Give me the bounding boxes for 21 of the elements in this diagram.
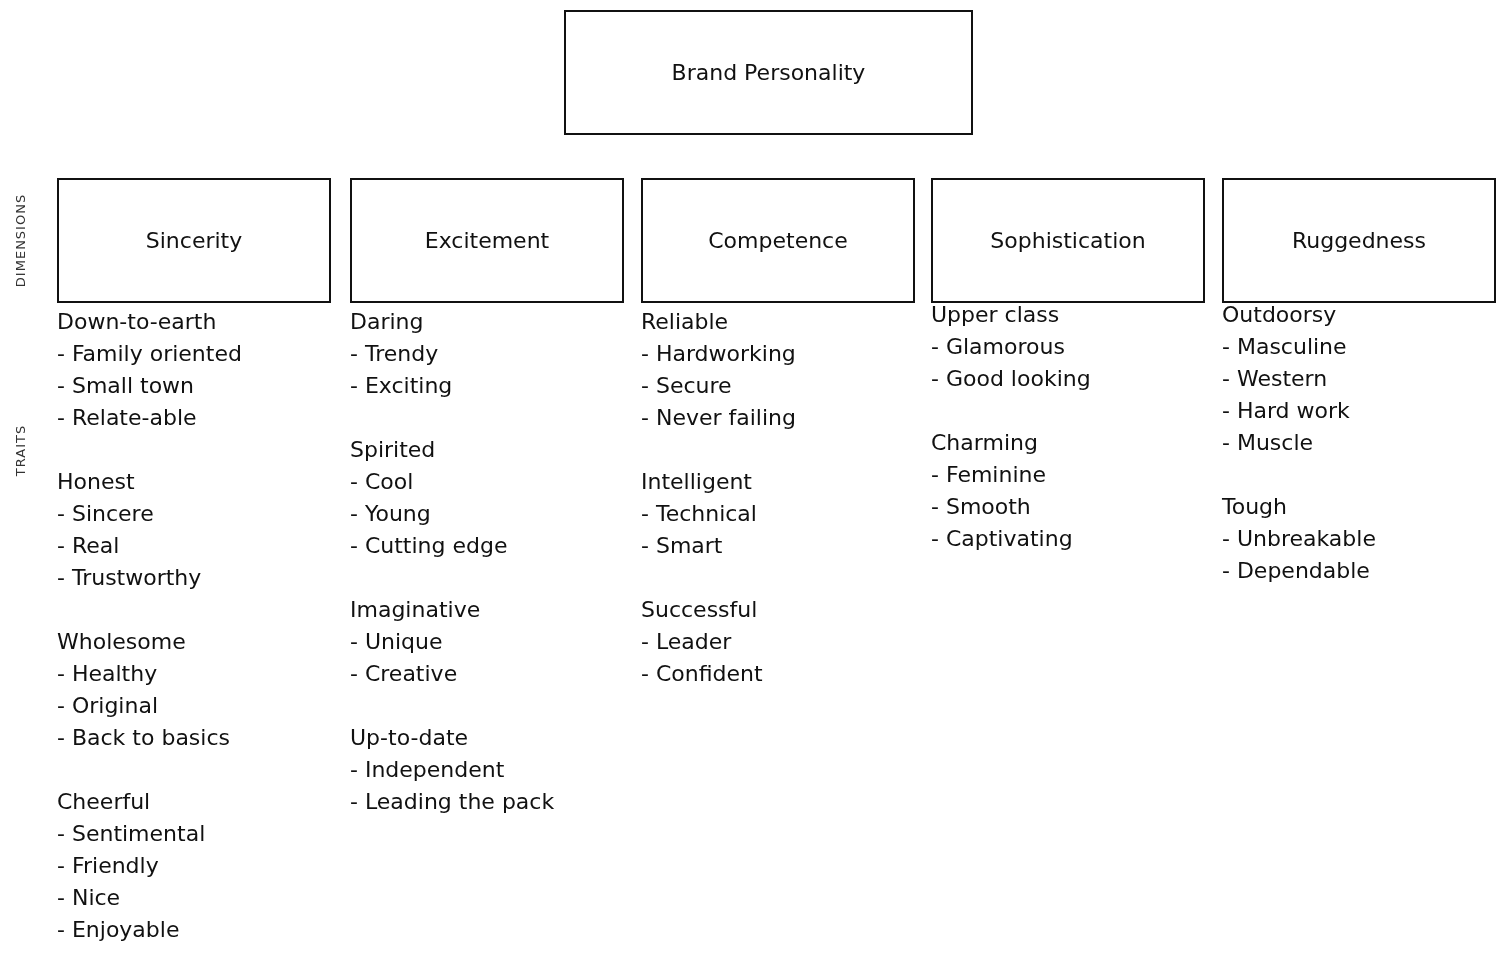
trait-list: Honest - Sincere - Real - Trustworthy — [57, 466, 202, 594]
dimension-box: Sophistication — [931, 178, 1205, 303]
axis-label: TRAITS — [12, 424, 28, 476]
trait-list: Imaginative - Unique - Creative — [350, 594, 481, 690]
trait-list: Successful - Leader - Confident — [641, 594, 763, 690]
trait-list: Charming - Feminine - Smooth - Captivating — [931, 427, 1073, 555]
dimension-box: Competence — [641, 178, 915, 303]
trait-list: Down-to-earth - Family oriented - Small town - Relate-able — [57, 306, 242, 434]
trait-list: Daring - Trendy - Exciting — [350, 306, 453, 402]
trait-list: Intelligent - Technical - Smart — [641, 466, 757, 562]
axis-label: DIMENSIONS — [12, 193, 28, 287]
dimension-box: Sincerity — [57, 178, 331, 303]
trait-list: Reliable - Hardworking - Secure - Never failing — [641, 306, 796, 434]
root-box: Brand Personality — [564, 10, 973, 135]
dimension-box: Ruggedness — [1222, 178, 1496, 303]
trait-list: Cheerful - Sentimental - Friendly - Nice - Enjoyable — [57, 786, 206, 946]
trait-list: Up-to-date - Independent - Leading the pack — [350, 722, 555, 818]
trait-list: Spirited - Cool - Young - Cutting edge — [350, 434, 508, 562]
dimension-box: Excitement — [350, 178, 624, 303]
trait-list: Tough - Unbreakable - Dependable — [1222, 491, 1376, 587]
trait-list: Wholesome - Healthy - Original - Back to basics — [57, 626, 230, 754]
